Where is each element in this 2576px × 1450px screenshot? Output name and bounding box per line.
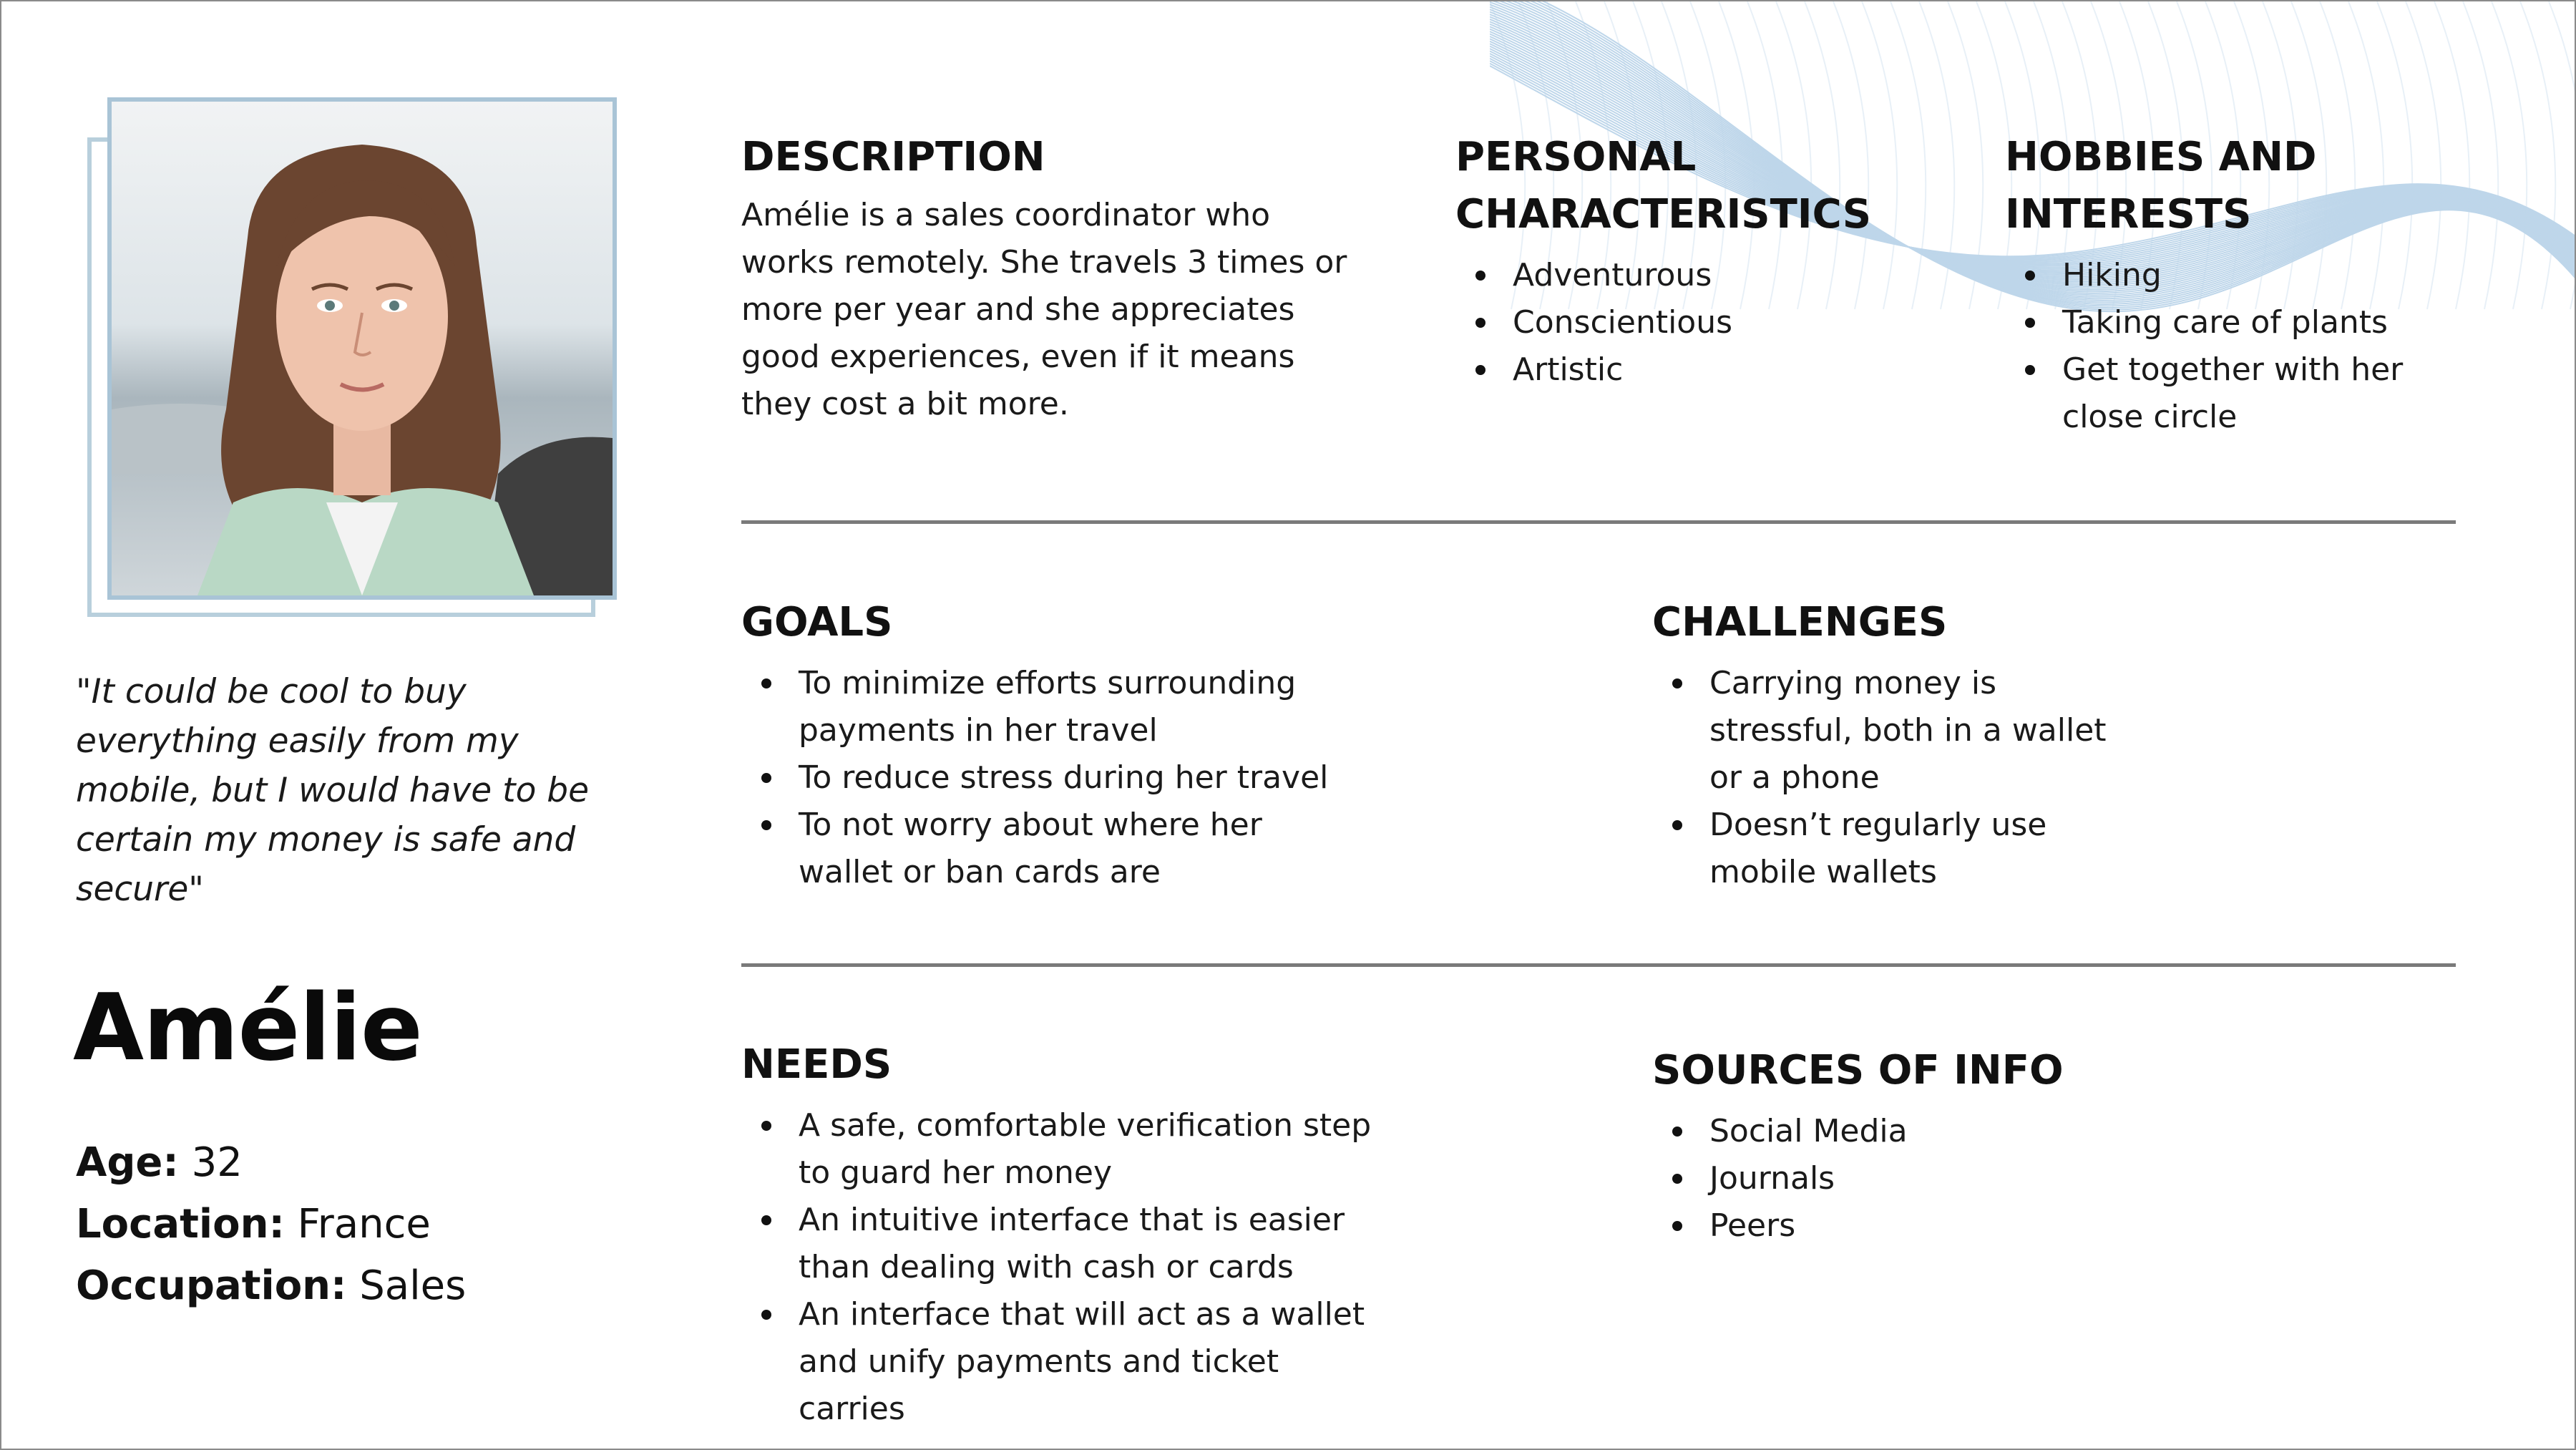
list-item: An intuitive interface that is easier th… [741,1197,1385,1291]
list-item: Social Media [1652,1108,2153,1155]
list-item: Artistic [1455,346,1956,394]
list-item: Adventurous [1455,252,1956,299]
goals-section: GOALS To minimize efforts surrounding pa… [741,594,1421,896]
location-label: Location: [76,1201,285,1247]
goals-list: To minimize efforts surrounding payments… [741,660,1357,896]
list-item: Carrying money is stressful, both in a w… [1652,660,2110,802]
persona-name: Amélie [73,975,423,1081]
list-item: Get together with her close circle [2005,346,2406,441]
description-section: DESCRIPTION Amélie is a sales coordinato… [741,129,1371,428]
decorative-wave-pattern [1490,1,2575,313]
personal-characteristics-list: Adventurous Conscientious Artistic [1455,252,1956,394]
personal-characteristics-heading: PERSONAL CHARACTERISTICS [1455,129,1956,243]
list-item: Doesn’t regularly use mobile wallets [1652,802,2110,896]
description-heading: DESCRIPTION [741,134,1045,180]
needs-section: NEEDS A safe, comfortable verification s… [741,1036,1443,1433]
hobbies-heading-line2: INTERESTS [2005,191,2252,238]
location-row: Location: France [76,1194,466,1255]
list-item: Peers [1652,1202,2153,1250]
personal-heading-line1: PERSONAL [1455,134,1697,180]
occupation-row: Occupation: Sales [76,1255,466,1317]
age-label: Age: [76,1139,179,1186]
sources-heading: SOURCES OF INFO [1652,1047,2064,1094]
list-item: Hiking [2005,252,2406,299]
persona-quote: "It could be cool to buy everything easi… [76,672,590,909]
occupation-label: Occupation: [76,1262,347,1309]
list-item: An interface that will act as a wallet a… [741,1291,1385,1433]
age-value: 32 [191,1139,243,1186]
hobbies-heading-line1: HOBBIES AND [2005,134,2317,180]
persona-photo [107,97,617,600]
sources-section: SOURCES OF INFO Social Media Journals Pe… [1652,1042,2153,1250]
challenges-list: Carrying money is stressful, both in a w… [1652,660,2110,896]
divider-top [741,520,2456,524]
needs-list: A safe, comfortable verification step to… [741,1102,1385,1433]
personal-heading-line2: CHARACTERISTICS [1455,191,1872,238]
occupation-value: Sales [359,1262,467,1309]
age-row: Age: 32 [76,1132,466,1194]
divider-bottom [741,963,2456,967]
list-item: To reduce stress during her travel [741,754,1357,802]
location-value: France [297,1201,431,1247]
personal-characteristics-section: PERSONAL CHARACTERISTICS Adventurous Con… [1455,129,1956,394]
list-item: To minimize efforts surrounding payments… [741,660,1357,754]
list-item: A safe, comfortable verification step to… [741,1102,1385,1197]
description-text: Amélie is a sales coordinator who works … [741,197,1347,422]
hobbies-section: HOBBIES AND INTERESTS Hiking Taking care… [2005,129,2492,441]
goals-heading: GOALS [741,599,893,646]
sources-list: Social Media Journals Peers [1652,1108,2153,1250]
challenges-section: CHALLENGES Carrying money is stressful, … [1652,594,2153,896]
list-item: Journals [1652,1155,2153,1202]
list-item: To not worry about where her wallet or b… [741,802,1357,896]
hobbies-heading: HOBBIES AND INTERESTS [2005,129,2492,243]
list-item: Conscientious [1455,299,1956,346]
persona-facts: Age: 32 Location: France Occupation: Sal… [76,1132,466,1317]
list-item: Taking care of plants [2005,299,2406,346]
hobbies-list: Hiking Taking care of plants Get togethe… [2005,252,2406,441]
challenges-heading: CHALLENGES [1652,599,1948,646]
needs-heading: NEEDS [741,1041,892,1088]
